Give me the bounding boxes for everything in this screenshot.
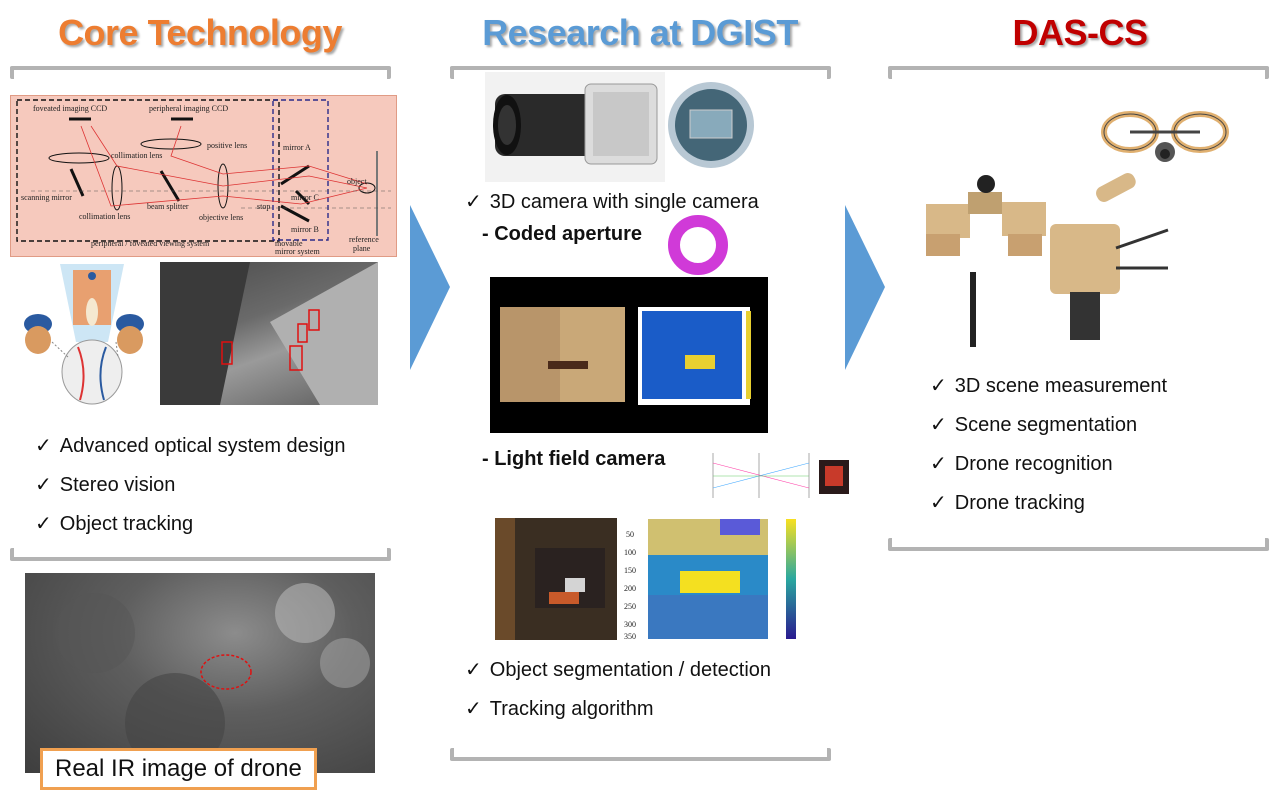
depth-tick: 300 xyxy=(624,620,636,629)
arrow-right-icon xyxy=(845,205,885,370)
light-field-label: - Light field camera xyxy=(482,448,666,470)
depth-tick: 350 xyxy=(624,632,636,641)
das-bracket-top xyxy=(888,66,1269,79)
das-bracket-bottom xyxy=(888,538,1269,551)
das-cs-title: DAS-CS xyxy=(1012,12,1148,53)
das-item: ✓3D scene measurement xyxy=(930,375,1168,397)
diagram-label: plane xyxy=(353,244,371,253)
depth-tick: 100 xyxy=(624,548,636,557)
diagram-label: scanning mirror xyxy=(21,193,72,202)
coded-aperture-label: - Coded aperture xyxy=(482,223,643,245)
diagram-label: mirror C xyxy=(291,193,319,202)
core-bracket-top xyxy=(10,66,391,79)
core-item: ✓Stereo vision xyxy=(35,474,176,496)
defense-system-illustration xyxy=(926,173,1169,347)
depth-tick: 200 xyxy=(624,584,636,593)
core-technology-title: Core Technology xyxy=(58,12,342,53)
diagram-label: mirror B xyxy=(291,225,319,234)
diagram-label: objective lens xyxy=(199,213,243,222)
depth-tick: 50 xyxy=(626,530,634,539)
diagram-label: reference xyxy=(349,235,379,244)
diagram-label: movable xyxy=(275,239,303,248)
ir-image-caption: Real IR image of drone xyxy=(40,748,317,790)
core-bracket-bottom xyxy=(10,548,391,561)
diagram-label: stop xyxy=(257,202,270,211)
diagram-label: collimation lens xyxy=(79,212,130,221)
diagram-label: mirror system xyxy=(275,247,320,256)
depth-tick: 250 xyxy=(624,602,636,611)
object-tracking-photo xyxy=(160,262,378,405)
core-item: ✓Advanced optical system design xyxy=(35,435,346,457)
diagram-label: object xyxy=(347,177,367,186)
arrow-right-icon xyxy=(410,205,450,370)
das-item: ✓Drone recognition xyxy=(930,453,1113,475)
core-item: ✓Object tracking xyxy=(35,513,194,535)
camera-photo xyxy=(485,72,665,182)
diagram-label: positive lens xyxy=(207,141,247,150)
diagram-label: peripheral imaging CCD xyxy=(149,104,228,113)
coded-aperture-icon xyxy=(668,215,728,275)
stereo-vision-illustration xyxy=(18,262,148,407)
diagram-label: peripheral / foveated viewing system xyxy=(91,239,210,248)
diagram-label: beam splitter xyxy=(147,202,189,211)
research-bracket-top xyxy=(450,66,831,79)
depth-map-chart: 50 100 150 200 250 300 350 xyxy=(620,515,802,645)
diagram-label: mirror A xyxy=(283,143,311,152)
das-item: ✓Scene segmentation xyxy=(930,414,1138,436)
drone-illustration xyxy=(1101,111,1229,162)
diagram-label: collimation lens xyxy=(111,151,162,160)
depth-tick: 150 xyxy=(624,566,636,575)
das-item: ✓Drone tracking xyxy=(930,492,1085,514)
research-item: ✓Object segmentation / detection xyxy=(465,659,772,681)
ir-drone-image xyxy=(25,573,375,773)
coded-aperture-result xyxy=(490,277,768,433)
research-item: ✓3D camera with single camera xyxy=(465,191,759,213)
research-item: ✓Tracking algorithm xyxy=(465,698,654,720)
diagram-label: foveated imaging CCD xyxy=(33,104,107,113)
light-field-diagram xyxy=(712,453,849,498)
sensor-photo xyxy=(668,82,754,168)
research-bracket-bottom xyxy=(450,748,831,761)
optical-system-diagram: foveated imaging CCD peripheral imaging … xyxy=(10,95,397,257)
research-title: Research at DGIST xyxy=(482,12,798,53)
segmentation-photo xyxy=(495,518,617,640)
